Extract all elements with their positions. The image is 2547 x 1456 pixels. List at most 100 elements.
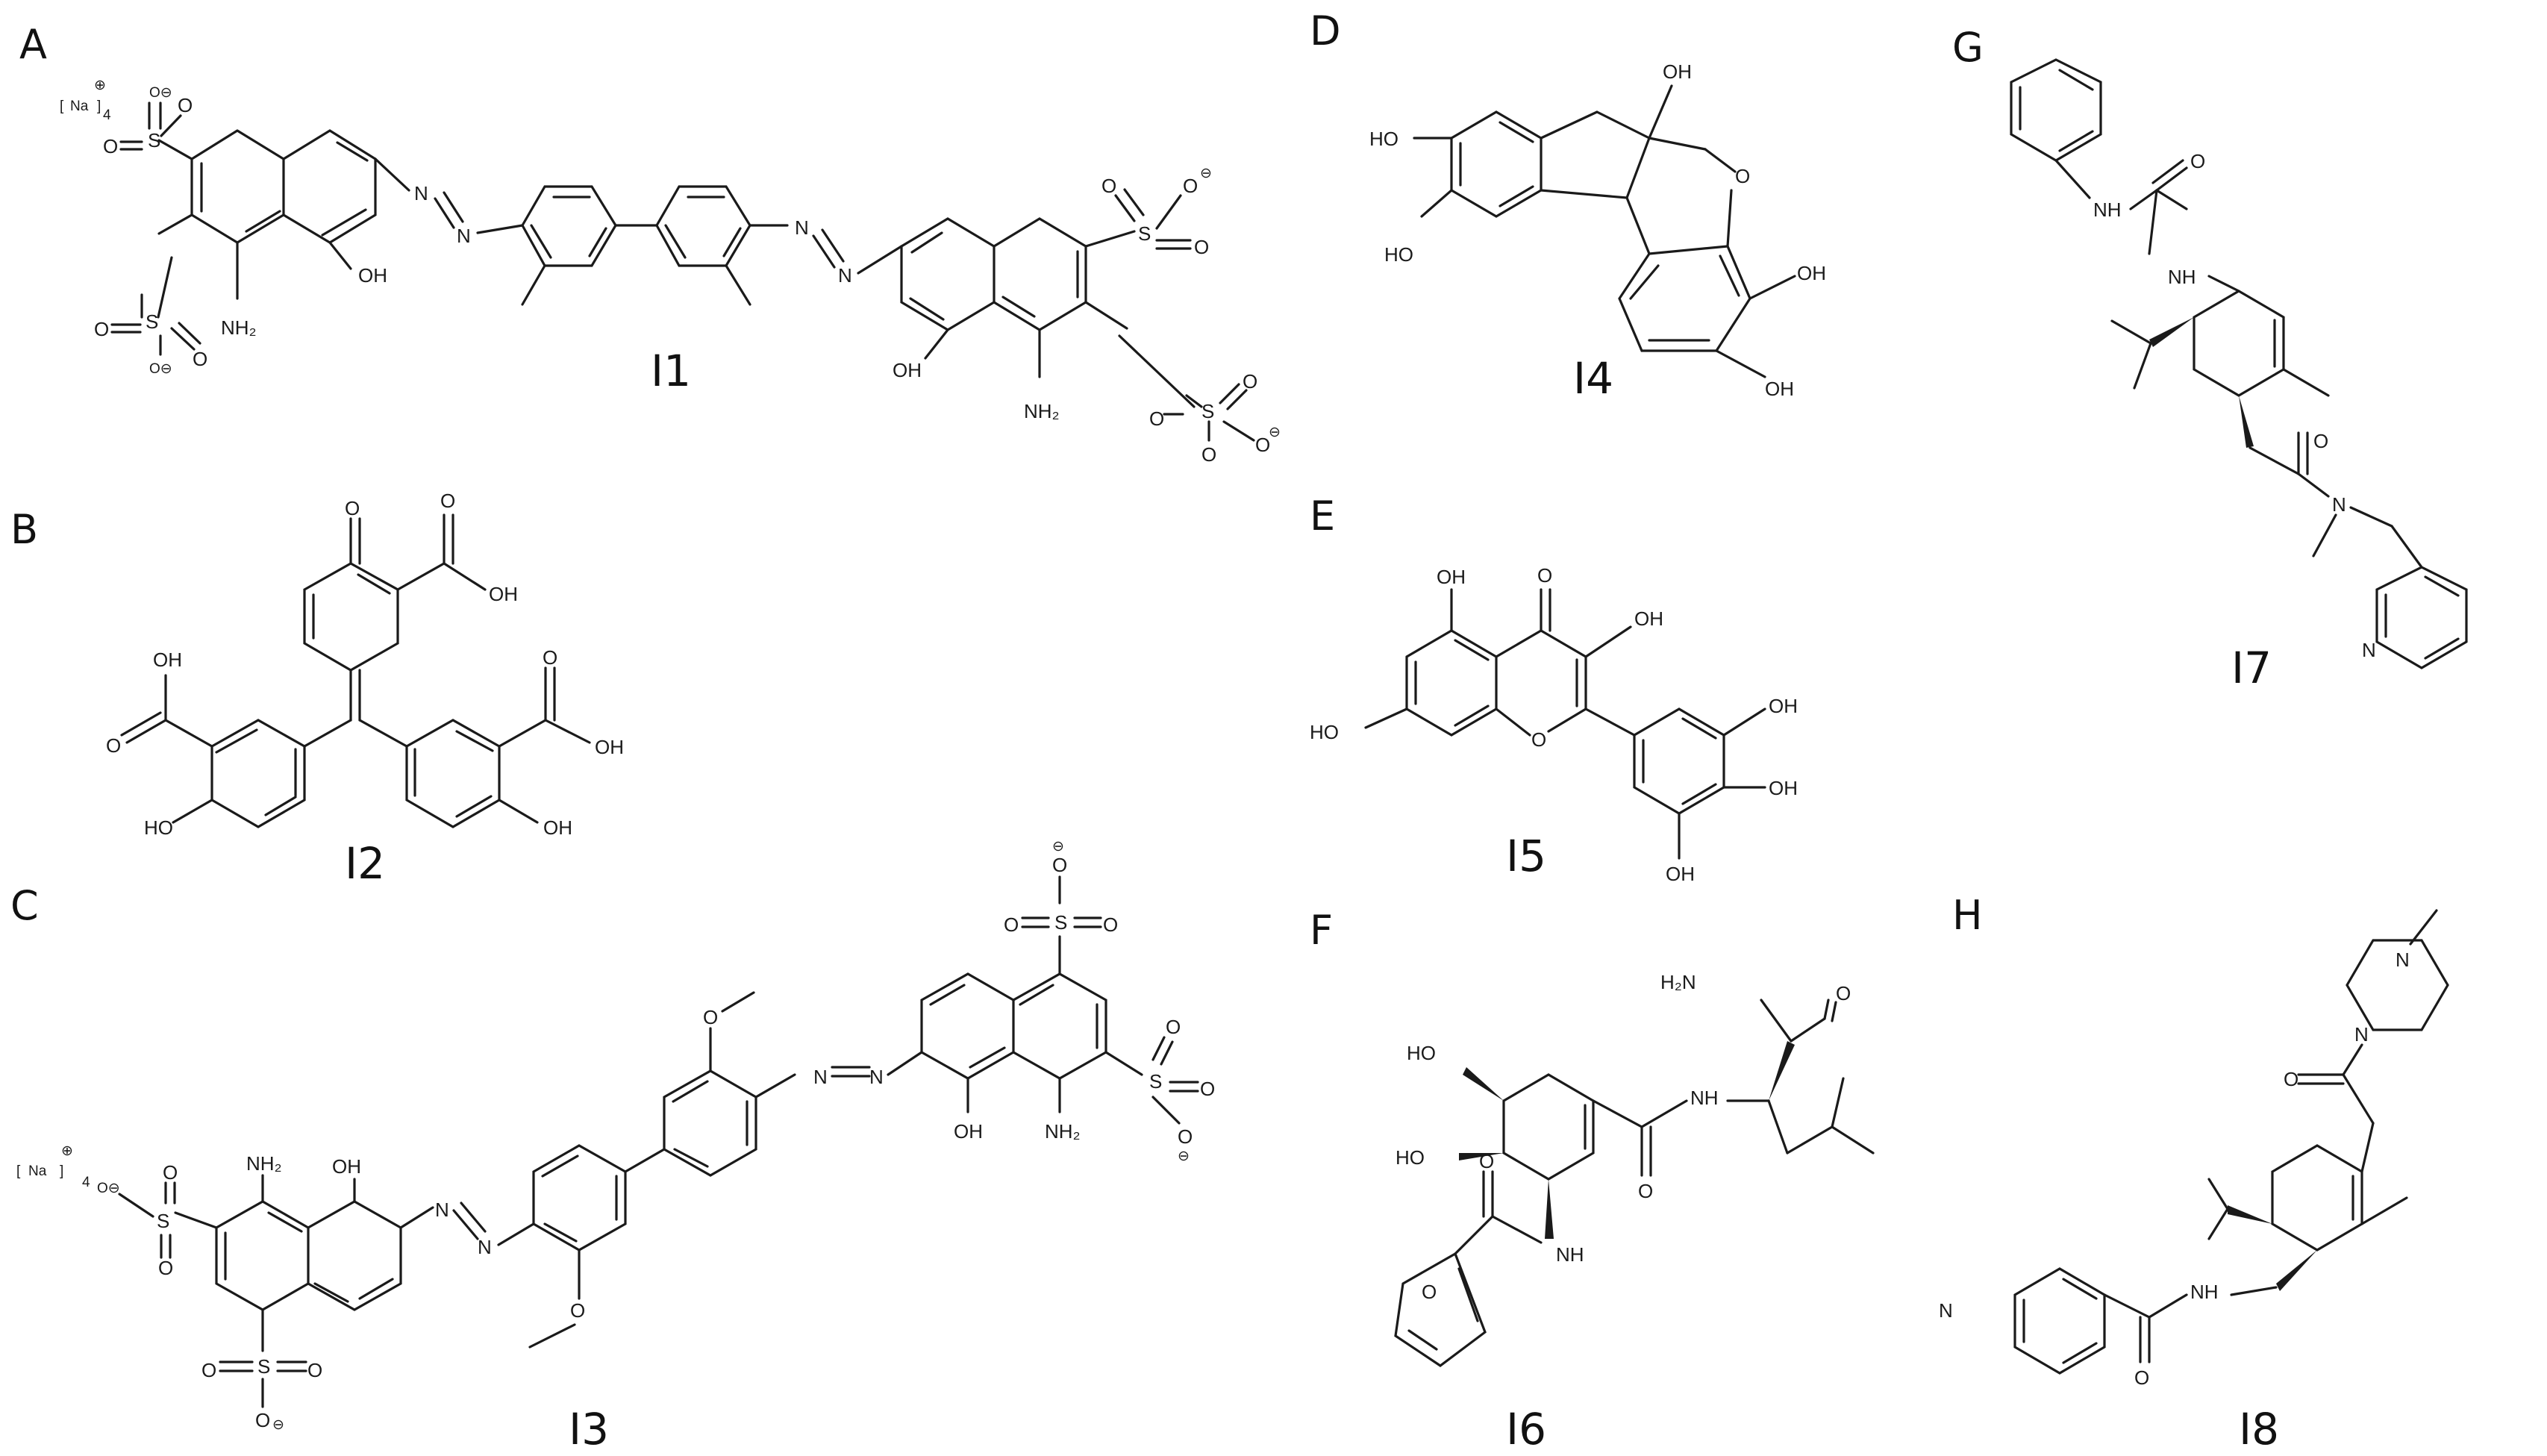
i1-biphenyl — [521, 185, 751, 306]
svg-text:HO: HO — [1369, 128, 1398, 150]
svg-text:N: N — [838, 264, 852, 287]
svg-text:NH: NH — [2168, 266, 2196, 288]
i1-right-naphthalene: OH NH₂ S O O ⊖ O S O O O ⊖ — [893, 166, 1281, 466]
svg-text:N: N — [1939, 1299, 1953, 1322]
svg-text:O: O — [1479, 1150, 1494, 1172]
svg-text:]: ] — [97, 99, 101, 114]
svg-text:O: O — [2190, 150, 2205, 172]
compound-label-i2: I2 — [345, 838, 385, 889]
structure-i7: NH O NH O N N — [2010, 58, 2468, 669]
compound-label-i3: I3 — [569, 1404, 609, 1455]
svg-text:HO: HO — [144, 816, 173, 839]
svg-text:⊖: ⊖ — [1200, 166, 1212, 181]
svg-text:O: O — [158, 1257, 173, 1279]
svg-text:O: O — [1200, 1078, 1215, 1100]
svg-text:Na: Na — [70, 99, 89, 114]
svg-text:OH: OH — [954, 1120, 983, 1143]
svg-text:O: O — [1531, 728, 1546, 751]
svg-text:O: O — [193, 348, 207, 370]
svg-text:O: O — [1183, 175, 1198, 197]
svg-text:O: O — [1836, 982, 1851, 1004]
svg-text:O: O — [1422, 1281, 1437, 1303]
svg-text:4: 4 — [82, 1175, 90, 1190]
svg-text:OH: OH — [1797, 262, 1826, 284]
svg-text:O: O — [703, 1006, 718, 1028]
svg-text:N: N — [2354, 1023, 2369, 1046]
panel-letter-g: G — [1952, 24, 1984, 71]
svg-text:⊖: ⊖ — [1178, 1149, 1190, 1164]
svg-text:H₂N: H₂N — [1660, 971, 1696, 993]
svg-text:NH₂: NH₂ — [1024, 400, 1060, 422]
svg-text:NH: NH — [2190, 1281, 2219, 1303]
svg-text:O⊖: O⊖ — [149, 361, 172, 377]
svg-text:O: O — [1101, 175, 1116, 197]
svg-text:O: O — [1052, 854, 1067, 876]
svg-text:[: [ — [16, 1163, 21, 1179]
svg-text:N: N — [414, 182, 428, 204]
svg-text:OH: OH — [332, 1155, 361, 1178]
svg-text:S: S — [257, 1355, 270, 1378]
svg-text:]: ] — [60, 1163, 63, 1179]
svg-text:Na: Na — [28, 1163, 47, 1179]
svg-text:S: S — [1149, 1070, 1162, 1093]
svg-text:O: O — [94, 318, 109, 340]
svg-text:OH: OH — [1663, 60, 1692, 83]
structure-i1: S O O O⊖ [ Na ] ⊕ 4 S O O O⊖ NH₂ — [60, 78, 1281, 466]
i1-left-naphthalene: S O O O⊖ [ Na ] ⊕ 4 S O O O⊖ NH₂ — [60, 78, 387, 377]
structure-i2: O O OH OH O HO O OH OH — [106, 490, 624, 839]
svg-text:O: O — [1103, 913, 1118, 936]
svg-text:O: O — [1149, 407, 1164, 430]
svg-text:NH: NH — [1690, 1087, 1719, 1109]
svg-text:O: O — [345, 497, 360, 519]
svg-text:O: O — [1243, 370, 1257, 393]
svg-text:OH: OH — [595, 736, 624, 758]
svg-text:N: N — [813, 1066, 828, 1088]
svg-text:S: S — [1054, 911, 1067, 934]
svg-text:OH: OH — [1765, 378, 1794, 400]
svg-text:N: N — [478, 1236, 492, 1258]
svg-text:O: O — [307, 1359, 322, 1381]
svg-text:[: [ — [60, 99, 64, 114]
structure-i6: HO HO NH O O O NH O H₂N — [1394, 971, 1875, 1367]
structure-i5: OH HO O OH O OH OH OH — [1310, 564, 1798, 885]
panel-letter-b: B — [10, 506, 38, 553]
svg-text:O: O — [103, 135, 118, 157]
svg-text:NH: NH — [1556, 1243, 1584, 1266]
svg-text:O: O — [1537, 564, 1552, 587]
svg-text:O⊖: O⊖ — [97, 1181, 120, 1196]
svg-text:N: N — [435, 1199, 449, 1221]
svg-text:O: O — [543, 646, 557, 669]
svg-text:OH: OH — [153, 649, 182, 671]
svg-text:NH₂: NH₂ — [1045, 1120, 1081, 1143]
svg-text:O: O — [1255, 434, 1270, 456]
panel-letter-c: C — [10, 882, 39, 929]
svg-text:O: O — [1638, 1180, 1653, 1202]
svg-text:O: O — [2134, 1366, 2149, 1389]
svg-text:O: O — [178, 94, 193, 116]
svg-text:OH: OH — [1769, 695, 1798, 717]
svg-text:S: S — [157, 1210, 169, 1232]
svg-text:OH: OH — [489, 583, 518, 605]
svg-text:N: N — [2396, 949, 2410, 971]
svg-text:NH: NH — [2093, 199, 2122, 221]
svg-text:O: O — [1735, 165, 1750, 187]
svg-text:O: O — [1004, 913, 1019, 936]
svg-text:HO: HO — [1407, 1042, 1436, 1064]
compound-label-i6: I6 — [1506, 1404, 1546, 1455]
svg-text:O: O — [106, 734, 121, 757]
svg-text:OH: OH — [358, 264, 387, 287]
structure-i8: N N O NH O N — [1939, 909, 2449, 1389]
structure-i3: NH₂ OH S O O O⊖ [ Na ] ⊕ 4 S O O O ⊖ N — [16, 839, 1215, 1433]
panel-letter-d: D — [1310, 7, 1341, 54]
svg-text:N: N — [795, 216, 809, 239]
svg-text:OH: OH — [1769, 777, 1798, 799]
svg-text:O: O — [201, 1359, 216, 1381]
svg-text:NH₂: NH₂ — [246, 1152, 282, 1175]
svg-text:N: N — [2332, 493, 2346, 516]
svg-text:O: O — [570, 1299, 585, 1322]
svg-text:HO: HO — [1310, 721, 1339, 743]
svg-text:⊕: ⊕ — [61, 1143, 73, 1159]
compound-label-i4: I4 — [1573, 353, 1613, 404]
svg-text:4: 4 — [103, 107, 111, 123]
